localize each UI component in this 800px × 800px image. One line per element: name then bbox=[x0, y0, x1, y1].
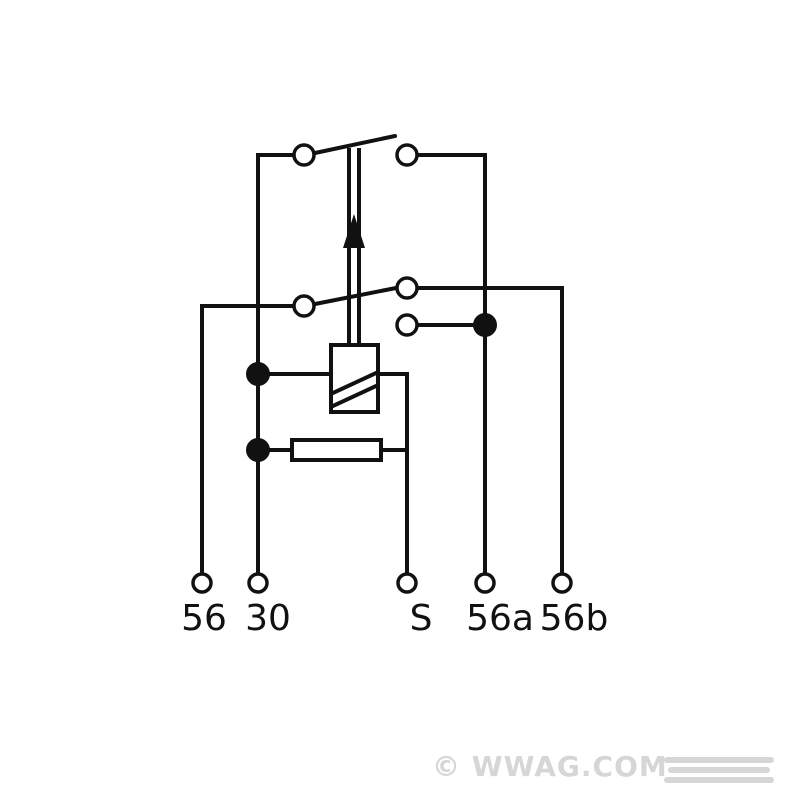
upper-switch-blade bbox=[313, 134, 397, 155]
junction-30-resistor bbox=[246, 438, 270, 462]
watermark-logo bbox=[664, 757, 774, 783]
label-56b: 56b bbox=[540, 598, 609, 639]
terminal-56a bbox=[474, 572, 496, 594]
label-56: 56 bbox=[181, 598, 227, 639]
watermark: © WWAG.COM bbox=[432, 750, 774, 783]
wire-lower-contact-to-56b bbox=[416, 286, 564, 577]
terminal-56b bbox=[551, 572, 573, 594]
wire-upper-contact-to-56a bbox=[416, 153, 487, 577]
bottom-terminals bbox=[191, 572, 573, 594]
upper-switch-left-contact bbox=[292, 143, 316, 167]
lower-switch-left-contact bbox=[292, 294, 316, 318]
linkage-arrow-icon bbox=[343, 214, 365, 248]
wire-56-to-lower-contact bbox=[200, 304, 295, 577]
lower-switch-blade bbox=[313, 286, 398, 306]
coil-winding-mark-2 bbox=[330, 383, 379, 409]
label-56a: 56a bbox=[466, 598, 534, 639]
wire-coil-to-s bbox=[376, 372, 409, 577]
coil-winding-mark-1 bbox=[330, 370, 379, 396]
terminal-56 bbox=[191, 572, 213, 594]
terminal-s bbox=[396, 572, 418, 594]
terminal-30 bbox=[247, 572, 269, 594]
wire-30-to-upper-contact bbox=[256, 153, 295, 577]
watermark-text: © WWAG.COM bbox=[432, 750, 668, 783]
junction-30-coil bbox=[246, 362, 270, 386]
resistor bbox=[246, 438, 409, 462]
upper-switch-right-contact bbox=[395, 143, 419, 167]
lower-switch-top-right-contact bbox=[395, 276, 419, 300]
mechanical-linkage bbox=[343, 148, 365, 347]
label-s: S bbox=[410, 598, 433, 639]
relay-coil bbox=[246, 343, 409, 577]
upper-switch bbox=[256, 134, 487, 577]
junction-56a bbox=[473, 313, 497, 337]
terminal-labels: 56 30 S 56a 56b bbox=[181, 598, 608, 639]
resistor-body bbox=[290, 438, 383, 462]
lower-switch-bottom-right-contact bbox=[395, 313, 419, 337]
label-30: 30 bbox=[245, 598, 291, 639]
coil-box bbox=[329, 343, 380, 414]
lower-switch bbox=[200, 276, 564, 577]
